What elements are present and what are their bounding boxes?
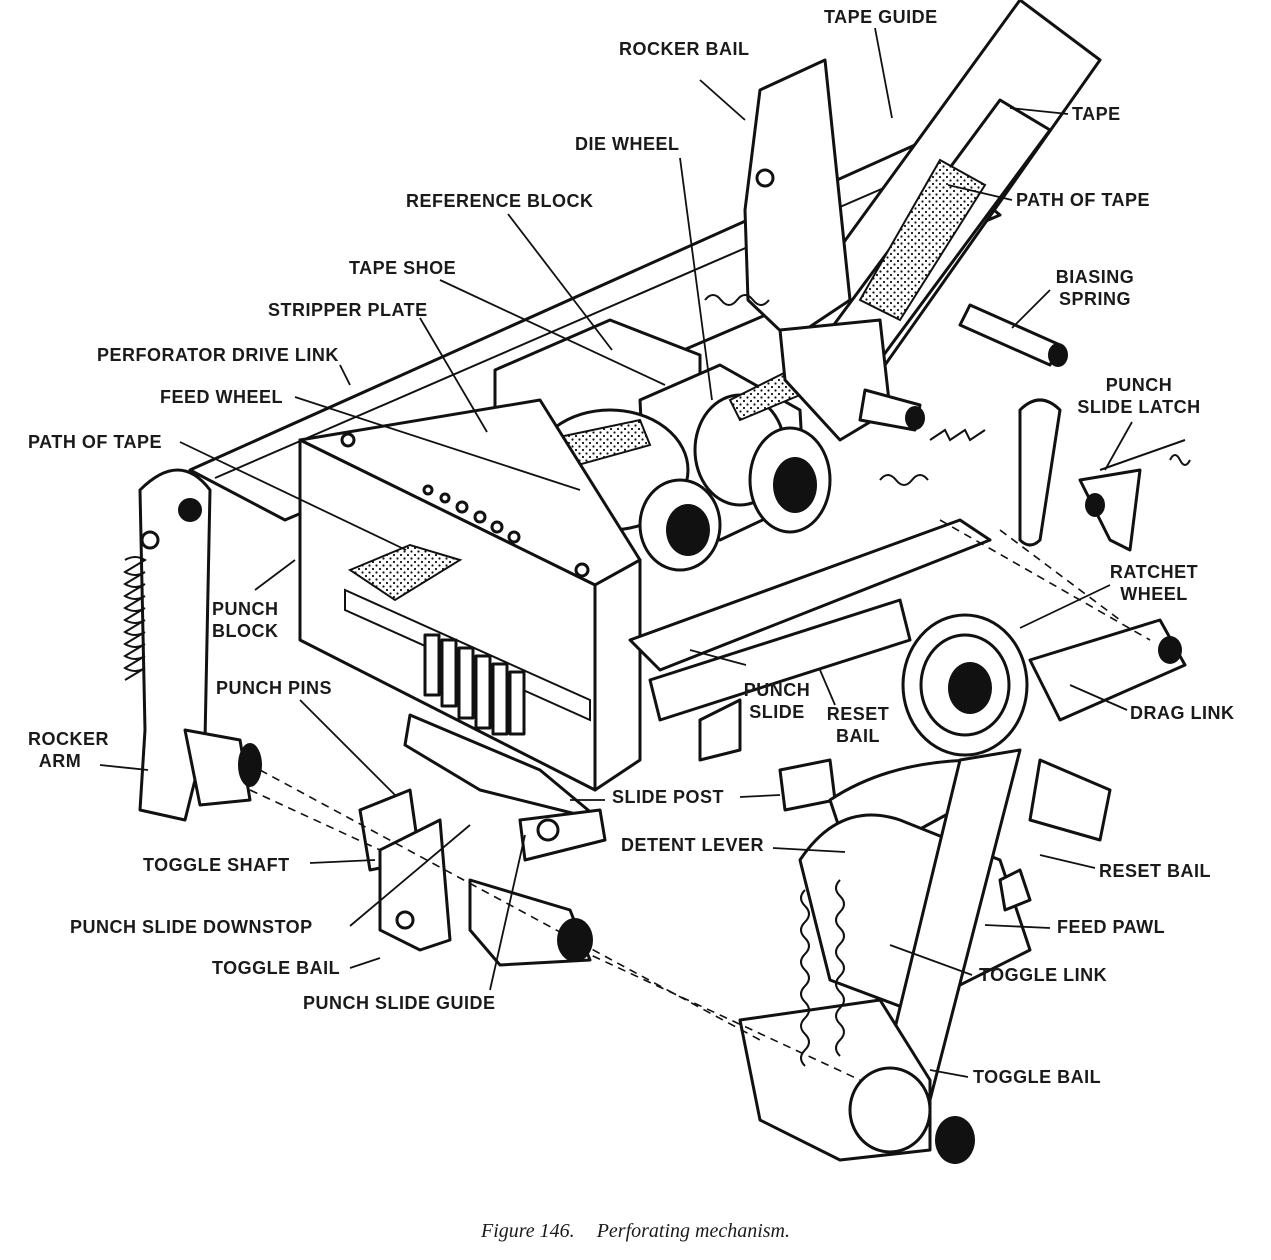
- label-detent-lever: DETENT LEVER: [621, 835, 765, 855]
- label-punch-block-line1: PUNCH: [212, 599, 279, 619]
- figure-number: Figure 146.: [480, 1220, 575, 1242]
- label-reset-bail-right: RESET BAIL: [1099, 861, 1212, 881]
- label-rocker-arm-line1: ROCKER: [28, 729, 110, 749]
- label-punch-slide: PUNCH SLIDE: [735, 679, 819, 723]
- label-perforator-drive-link: PERFORATOR DRIVE LINK: [97, 345, 339, 365]
- label-toggle-link: TOGGLE LINK: [979, 965, 1108, 985]
- label-punch-slide-guide: PUNCH SLIDE GUIDE: [303, 993, 496, 1013]
- ratchet-wheel-shape: [901, 613, 1187, 757]
- label-drag-link: DRAG LINK: [1130, 703, 1235, 723]
- punch-slide-shape: [628, 518, 992, 762]
- label-path-of-tape-top: PATH OF TAPE: [1016, 190, 1150, 210]
- label-stripper-plate: STRIPPER PLATE: [268, 300, 428, 320]
- label-punch-slide-line2: SLIDE: [749, 702, 805, 722]
- label-punch-pins: PUNCH PINS: [216, 678, 333, 698]
- leader-lines: [99, 27, 1133, 1078]
- figure-caption: Figure 146. Perforating mechanism.: [0, 1220, 1271, 1243]
- label-punch-slide-latch: PUNCH SLIDE LATCH: [1074, 374, 1204, 418]
- label-punch-slide-latch-line2: SLIDE LATCH: [1077, 397, 1201, 417]
- toggle-link-shape: [738, 748, 1032, 1164]
- label-biasing-spring-line2: SPRING: [1058, 289, 1131, 309]
- label-punch-block: PUNCH BLOCK: [212, 598, 279, 642]
- label-rocker-arm: ROCKER ARM: [28, 728, 110, 772]
- label-feed-wheel: FEED WHEEL: [160, 387, 284, 407]
- label-ratchet-wheel-line1: RATCHET: [1109, 562, 1199, 582]
- biasing-spring-shape: [704, 294, 1068, 442]
- label-tape-guide: TAPE GUIDE: [824, 7, 938, 27]
- label-reset-bail-center-line1: RESET: [826, 704, 890, 724]
- label-tape: TAPE: [1072, 104, 1121, 124]
- label-punch-slide-latch-line1: PUNCH: [1105, 375, 1173, 395]
- label-ratchet-wheel: RATCHET WHEEL: [1104, 561, 1204, 605]
- label-punch-slide-line1: PUNCH: [743, 680, 811, 700]
- rocker-arm-shape: [123, 468, 262, 822]
- punch-pins-shape: [403, 633, 602, 822]
- label-toggle-shaft: TOGGLE SHAFT: [143, 855, 290, 875]
- label-ratchet-wheel-line2: WHEEL: [1120, 584, 1188, 604]
- rocker-bail-shape: [743, 58, 852, 342]
- label-reference-block: REFERENCE BLOCK: [406, 191, 594, 211]
- label-reset-bail-center-line2: BAIL: [836, 726, 880, 746]
- label-path-of-tape-left: PATH OF TAPE: [28, 432, 162, 452]
- label-tape-shoe: TAPE SHOE: [349, 258, 457, 278]
- label-biasing-spring-line1: BIASING: [1055, 267, 1135, 287]
- label-biasing-spring: BIASING SPRING: [1040, 266, 1150, 310]
- label-slide-post: SLIDE POST: [612, 787, 725, 807]
- toggle-bail-left-shape: [358, 788, 607, 967]
- label-rocker-arm-line2: ARM: [38, 751, 82, 771]
- figure-title: Perforating mechanism.: [596, 1220, 790, 1242]
- label-punch-slide-downstop: PUNCH SLIDE DOWNSTOP: [70, 917, 313, 937]
- punch-slide-latch-shape: [879, 398, 1191, 552]
- label-toggle-bail-left: TOGGLE BAIL: [212, 958, 341, 978]
- tape-guide-shape: [778, 0, 1102, 367]
- label-reset-bail-center: RESET BAIL: [823, 703, 893, 747]
- label-feed-pawl: FEED PAWL: [1057, 917, 1166, 937]
- label-rocker-bail: ROCKER BAIL: [619, 39, 750, 59]
- label-toggle-bail-right: TOGGLE BAIL: [973, 1067, 1102, 1087]
- label-punch-block-line2: BLOCK: [212, 621, 279, 641]
- label-die-wheel: DIE WHEEL: [575, 134, 680, 154]
